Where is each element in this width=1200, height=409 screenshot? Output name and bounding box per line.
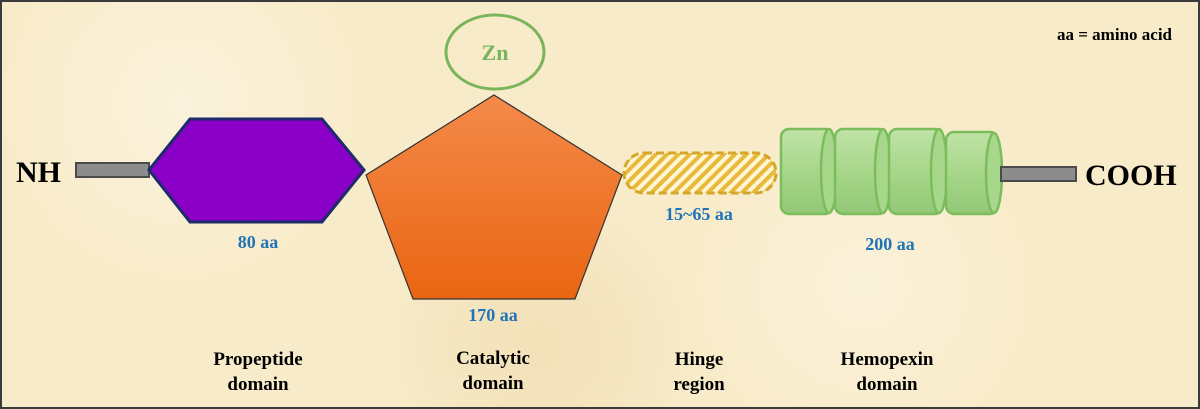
hemopexin-blade-2 [833,127,893,216]
hemopexin-blade-4 [944,130,1004,216]
hemopexin-length-label: 200 aa [865,234,915,254]
hemopexin-domain-cylinders [779,127,1004,216]
zn-label: Zn [482,40,509,65]
hemopexin-name-line1: Hemopexin [841,349,934,370]
legend-text: aa = amino acid [1057,25,1173,44]
propeptide-name-line2: domain [227,374,289,395]
hemopexin-blade-3 [887,127,949,216]
catalytic-name-line1: Catalytic [456,348,530,369]
catalytic-name-line2: domain [462,373,524,394]
catalytic-length-label: 170 aa [468,305,518,325]
n-terminal-connector [75,162,150,178]
hinge-length-label: 15~65 aa [665,204,733,224]
hemopexin-name-line2: domain [856,374,918,395]
c-terminus-label: COOH [1085,159,1177,192]
hinge-name-line1: Hinge [675,349,724,370]
hemopexin-blade-1 [779,127,839,216]
zn-circle [444,13,546,91]
propeptide-name-line1: Propeptide [213,349,302,370]
hinge-name-line2: region [673,374,725,395]
propeptide-length-label: 80 aa [238,232,279,252]
catalytic-domain-pentagon [365,94,623,300]
n-terminus-label: NH [16,156,61,189]
c-terminal-connector [1000,166,1077,182]
hinge-region-shape [622,151,778,195]
propeptide-domain-hexagon [147,117,366,224]
